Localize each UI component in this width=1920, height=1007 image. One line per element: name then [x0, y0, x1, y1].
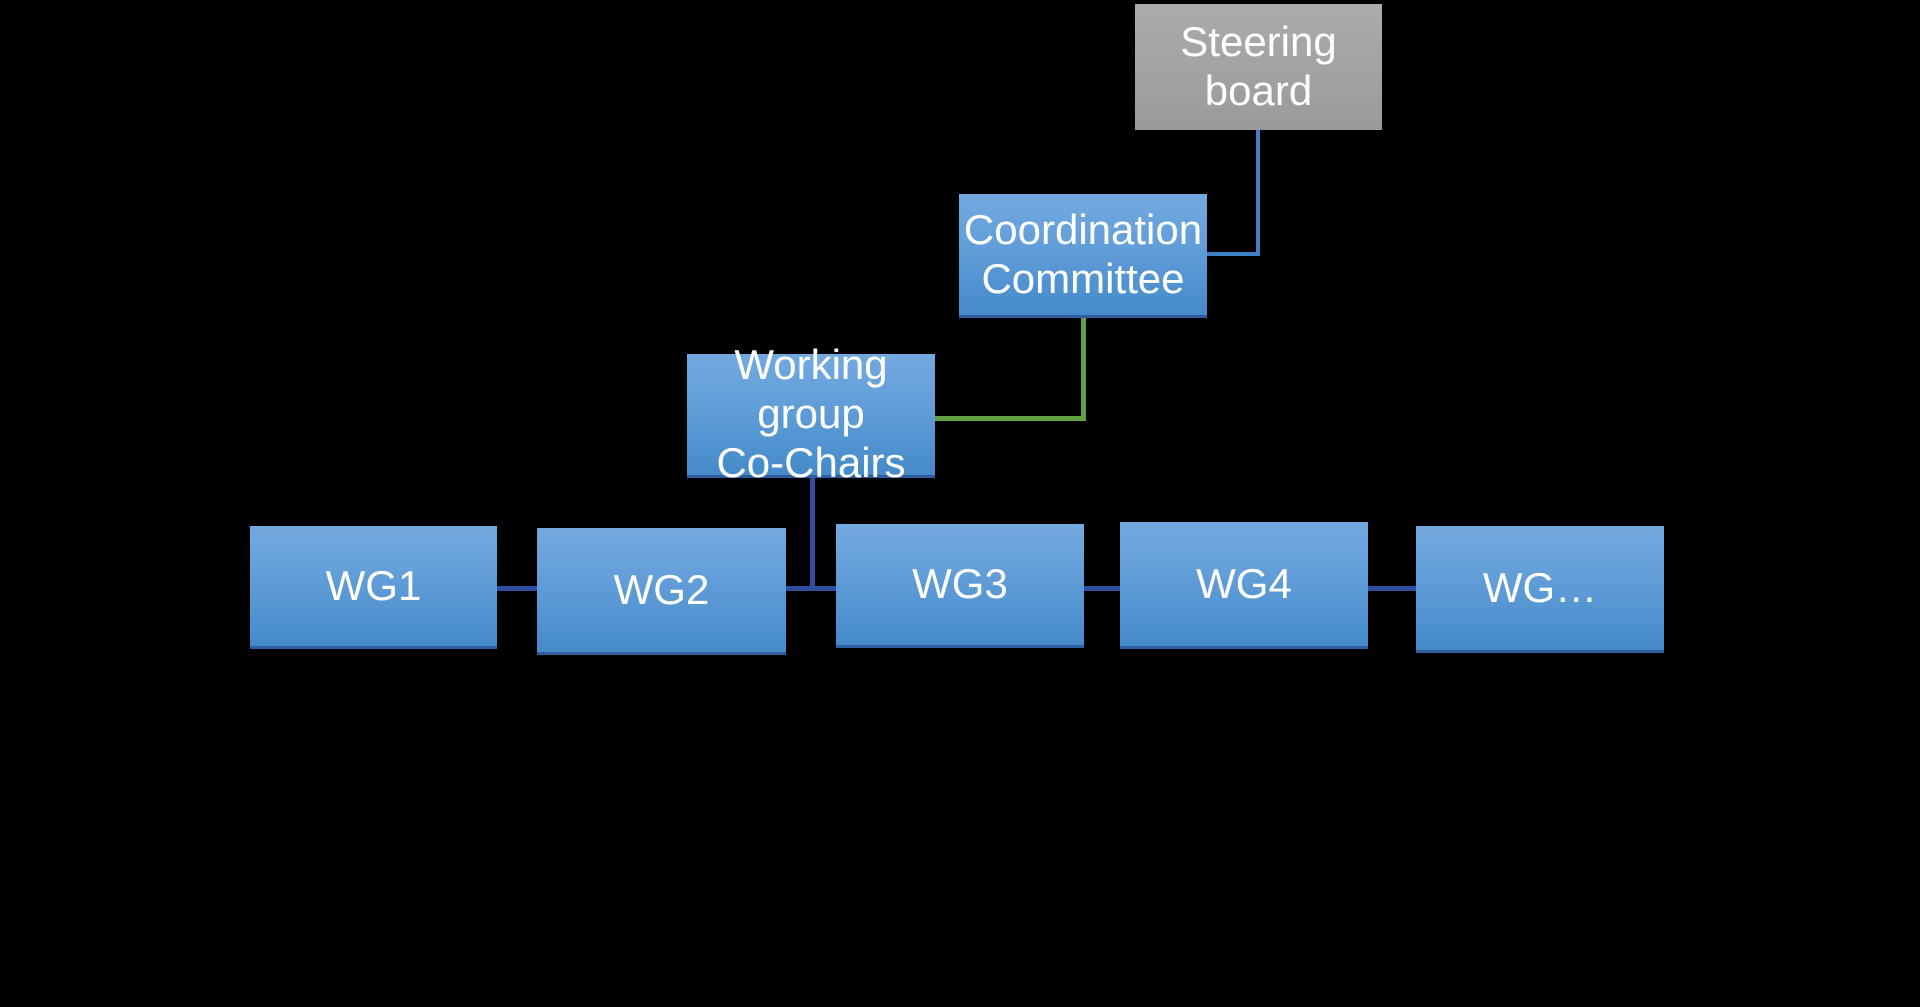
- node-wg1[interactable]: WG1: [250, 526, 497, 649]
- node-wg3-label: WG3: [912, 560, 1008, 608]
- node-wg2-label: WG2: [613, 565, 710, 613]
- node-wg4[interactable]: WG4: [1120, 522, 1368, 649]
- node-working-group-co-chairs[interactable]: Working group Co-Chairs: [687, 341, 935, 486]
- node-wg3[interactable]: WG3: [836, 524, 1084, 648]
- node-wg-more[interactable]: WG…: [1416, 526, 1664, 653]
- node-working-group-co-chairs-label: Working group Co-Chairs: [716, 341, 906, 486]
- node-coordination-committee[interactable]: Coordination Committee: [959, 194, 1207, 318]
- connector-wg4-to-wg-more: [1366, 586, 1419, 591]
- connector-coordination-to-cochairs-horizontal: [933, 416, 1086, 421]
- connector-steering-to-coordination-vertical: [1256, 130, 1260, 256]
- connector-cochairs-to-wg-bus: [810, 476, 815, 590]
- node-wg-more-label: WG…: [1482, 563, 1598, 611]
- node-coordination-committee-label: Coordination Committee: [963, 205, 1203, 302]
- node-steering-board[interactable]: Steering board: [1135, 4, 1382, 130]
- connector-wg1-to-wg2: [495, 586, 540, 591]
- node-wg2[interactable]: WG2: [537, 528, 786, 655]
- connector-wg2-to-wg3: [784, 586, 839, 591]
- node-steering-board-label: Steering board: [1180, 18, 1337, 114]
- node-wg1-label: WG1: [325, 561, 422, 609]
- connector-coordination-to-cochairs-vertical: [1081, 316, 1086, 421]
- connector-wg3-to-wg4: [1082, 586, 1123, 591]
- node-wg4-label: WG4: [1196, 559, 1292, 607]
- connector-steering-to-coordination-horizontal: [1205, 252, 1260, 256]
